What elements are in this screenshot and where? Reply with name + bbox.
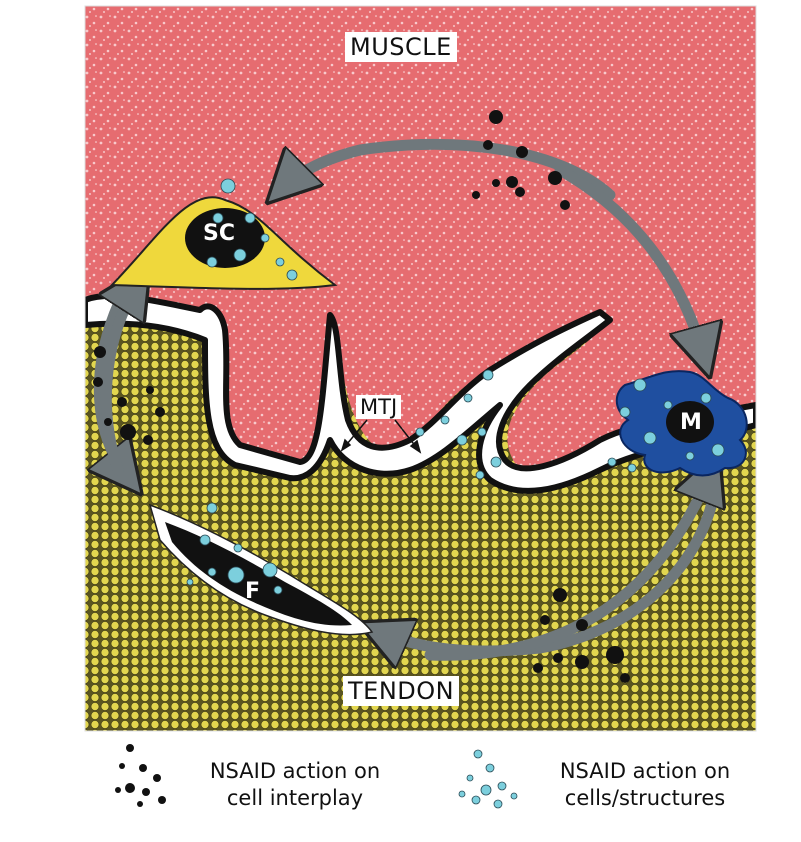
satellite-cell-label: SC: [203, 221, 235, 246]
legend-cells-line2: cells/structures: [564, 786, 726, 810]
legend-interplay-text: NSAID action on cell interplay: [180, 758, 410, 812]
legend-black-dots-icon: [115, 744, 166, 807]
muscle-label: MUSCLE: [345, 32, 457, 62]
legend-cells-line1: NSAID action on: [559, 759, 731, 783]
arrow-f-to-sc: [106, 280, 140, 476]
macrophage-nucleus: [666, 401, 714, 443]
legend-cells-text: NSAID action on cells/structures: [530, 758, 760, 812]
mtj-label: MTJ: [356, 395, 402, 419]
arrow-sc-to-m: [554, 164, 705, 360]
legend-interplay-line1: NSAID action on: [209, 759, 381, 783]
macrophage-label: M: [680, 410, 702, 435]
nsaid-interplay-dots: [93, 110, 630, 683]
tendon-label: TENDON: [343, 676, 460, 706]
fibroblast-cell: [165, 522, 352, 626]
mtj-pointers: [340, 419, 422, 454]
arrow-m-to-f: [375, 464, 724, 651]
legend-cyan-dots-icon: [458, 749, 518, 809]
interplay-arrows: [99, 138, 724, 661]
legend-interplay-line2: cell interplay: [226, 786, 364, 810]
arrow-f-to-m: [424, 468, 712, 661]
nsaid-cells-dots: [186, 178, 725, 595]
fibroblast-label: F: [245, 579, 261, 604]
